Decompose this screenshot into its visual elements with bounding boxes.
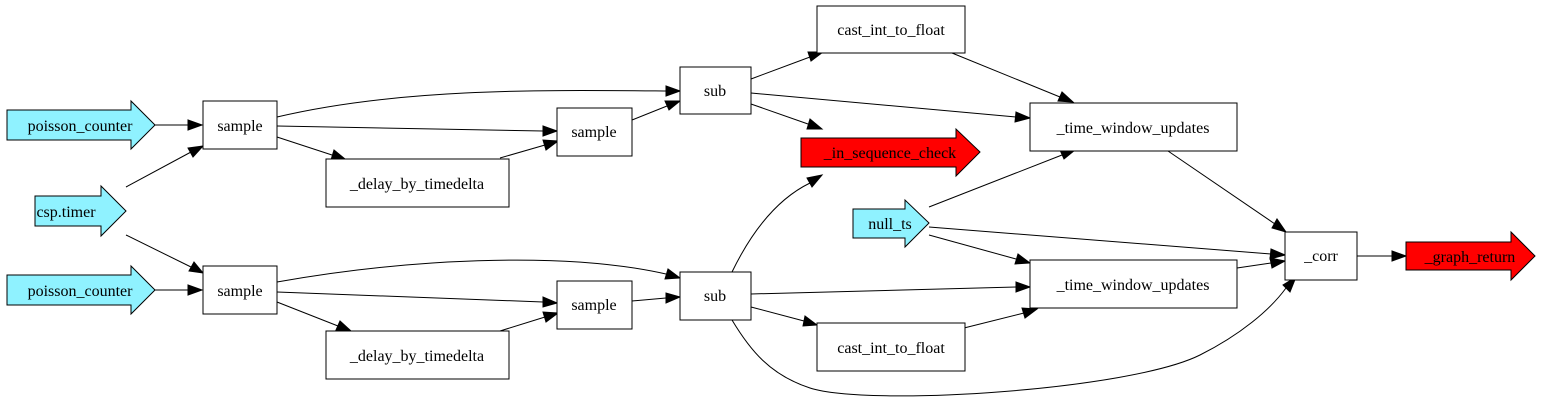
edge-timewindow2-corr-head <box>1269 257 1287 269</box>
edge-sub2-cast2-head <box>802 315 819 327</box>
node-sub-1 <box>679 66 752 115</box>
edge-sub1-timewindow1-head <box>1014 111 1032 123</box>
edge-poisson1-sample1-head <box>187 119 204 131</box>
edge-sample2-delay2 <box>276 301 339 327</box>
edge-timewindow1-corr-head <box>1271 218 1288 233</box>
node-time-window-updates-2 <box>1029 259 1238 309</box>
node-time-window-updates-1 <box>1029 102 1238 152</box>
input-node-csp-timer-label: csp.timer <box>36 204 96 221</box>
output-node-in-sequence-check <box>800 127 981 178</box>
edge-corr-graphreturn-head <box>1391 250 1408 262</box>
edge-sub2-seqcheck <box>731 182 811 273</box>
edge-sample2-sample4-head <box>542 296 559 308</box>
edge-nullts-timewindow2-head <box>1014 253 1032 265</box>
output-node-graph-return-label: _graph_return <box>1424 249 1516 266</box>
node-time-window-updates-1-label: _time_window_updates <box>1056 120 1210 137</box>
edge-timer-sample2 <box>125 234 192 268</box>
edge-delay2-sample4 <box>499 316 546 332</box>
edge-sub2-timewindow2 <box>750 286 1017 295</box>
edge-sub2-corr <box>731 287 1287 397</box>
edge-sample2-sub2 <box>276 259 667 283</box>
edge-sub2-cast2 <box>750 306 805 322</box>
edge-delay2-sample4-head <box>542 311 560 323</box>
edge-sample1-delay1 <box>276 136 333 156</box>
node-cast-int-to-float-2 <box>816 322 966 372</box>
input-node-csp-timer <box>34 184 127 238</box>
node-sample-4-label: sample <box>571 297 616 314</box>
edge-sample1-sample3 <box>276 125 544 132</box>
edge-nullts-corr-head <box>1269 248 1287 260</box>
edge-cast1-timewindow1-head <box>1057 91 1075 103</box>
input-node-null-ts <box>852 198 930 249</box>
edge-cast1-timewindow1 <box>951 52 1061 98</box>
edge-sample2-sub2-head <box>664 268 682 280</box>
node-delay-1 <box>325 158 510 208</box>
node-delay-2 <box>325 330 510 380</box>
node-corr-label: _corr <box>1303 248 1338 265</box>
node-cast-int-to-float-2-label: cast_int_to_float <box>837 340 945 357</box>
output-node-graph-return <box>1405 230 1536 282</box>
node-sub-2-label: sub <box>704 288 726 305</box>
edge-sub1-cast1-head <box>807 51 825 62</box>
node-sub-1-label: sub <box>704 83 726 100</box>
output-node-in-sequence-check-label: _in_sequence_check <box>823 145 956 162</box>
edge-sub1-seqcheck <box>750 103 809 125</box>
input-node-poisson-counter-1 <box>6 99 156 151</box>
input-node-poisson-counter-2-label: poisson_counter <box>28 283 134 300</box>
edge-nullts-timewindow1 <box>928 154 1063 208</box>
node-sample-2-label: sample <box>217 283 262 300</box>
edge-sample1-sub1-head <box>665 85 682 97</box>
edge-sample2-sample4 <box>276 291 544 303</box>
node-time-window-updates-2-label: _time_window_updates <box>1056 277 1210 294</box>
node-sample-3 <box>556 107 633 157</box>
node-cast-int-to-float-1 <box>816 5 966 54</box>
edge-sample3-sub1-head <box>664 100 682 111</box>
node-sub-2 <box>679 271 752 321</box>
node-sample-1 <box>202 100 278 150</box>
node-sample-2 <box>202 265 278 315</box>
node-cast-int-to-float-1-label: cast_int_to_float <box>837 22 945 39</box>
node-delay-2-label: _delay_by_timedelta <box>349 348 484 365</box>
edge-timewindow1-corr <box>1167 150 1276 225</box>
edge-timer-sample1-head <box>187 145 205 158</box>
node-sample-4 <box>556 280 633 330</box>
edge-timer-sample2-head <box>188 261 205 274</box>
edge-sub2-seqcheck-head <box>806 174 824 188</box>
node-sample-3-label: sample <box>571 124 616 141</box>
edge-sub2-corr-head <box>1282 275 1298 293</box>
input-node-null-ts-label: null_ts <box>868 216 912 233</box>
edge-delay1-sample3 <box>499 144 546 159</box>
edge-sample2-delay2-head <box>335 320 353 332</box>
node-corr <box>1284 231 1358 281</box>
edge-sub1-seqcheck-head <box>806 118 824 130</box>
node-sample-1-label: sample <box>217 118 262 135</box>
edge-sample3-sub1 <box>631 105 668 121</box>
edge-timer-sample1 <box>125 151 192 188</box>
edge-sub2-timewindow2-head <box>1015 281 1032 293</box>
edge-sample1-sub1 <box>276 90 667 118</box>
input-node-poisson-counter-1-label: poisson_counter <box>28 118 134 135</box>
edge-nullts-corr <box>928 226 1272 255</box>
edge-sample4-sub2-head <box>665 292 682 304</box>
edge-sample4-sub2 <box>631 297 667 302</box>
edge-sub1-timewindow1 <box>750 92 1017 118</box>
edge-sample1-sample3-head <box>542 125 559 137</box>
edge-timewindow2-corr <box>1236 262 1272 269</box>
edge-nullts-timewindow2 <box>928 234 1017 260</box>
edge-poisson2-sample2-head <box>187 284 204 296</box>
edge-cast2-timewindow2 <box>963 312 1025 329</box>
input-node-poisson-counter-2 <box>6 264 156 316</box>
edge-cast2-timewindow2-head <box>1021 307 1039 319</box>
node-delay-1-label: _delay_by_timedelta <box>349 176 484 193</box>
edge-sub1-cast1 <box>750 56 811 80</box>
edge-delay1-sample3-head <box>542 139 560 151</box>
